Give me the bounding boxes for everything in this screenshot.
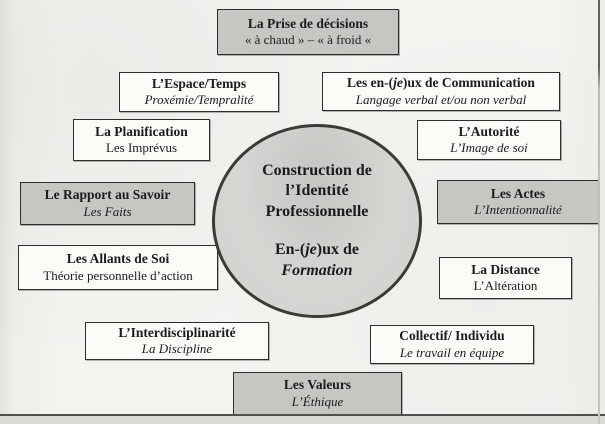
node-subtitle: L’Intentionnalité [474, 202, 562, 218]
node-title-prefix: Les en-( [347, 75, 394, 91]
node-espace-temps: L’Espace/Temps Proxémie/Tempralité [119, 72, 279, 112]
node-title: Les Allants de Soi [66, 251, 170, 267]
node-communication: Les en-(je)ux de Communication Langage v… [322, 72, 560, 111]
node-autorite: L’Autorité L’Image de soi [417, 120, 561, 160]
node-title: Les Actes [490, 185, 546, 201]
node-rapport-au-savoir: Le Rapport au Savoir Les Faits [20, 182, 195, 225]
node-subtitle: Langage verbal et/ou non verbal [355, 91, 527, 107]
node-subtitle: La Discipline [141, 341, 213, 357]
node-subtitle: Proxémie/Tempralité [144, 92, 254, 108]
node-title-je: je [393, 75, 403, 91]
node-actes: Les Actes L’Intentionnalité [437, 180, 599, 224]
node-subtitle: Le travail en équipe [399, 344, 505, 360]
circle-enjeux-line: En-(je)ux de [275, 240, 359, 261]
node-subtitle: L’Altération [473, 278, 538, 294]
center-circle: Construction de l’Identité Professionnel… [212, 124, 422, 318]
node-title-suffix: )ux de Communication [402, 75, 535, 91]
node-subtitle: « à chaud » – « à froid « [244, 32, 372, 48]
node-valeurs: Les Valeurs L’Éthique [233, 372, 402, 415]
node-title: La Planification [95, 123, 188, 139]
node-prise-de-decisions: La Prise de décisions « à chaud » – « à … [217, 9, 399, 55]
node-title: La Distance [471, 261, 540, 277]
node-title: Les Valeurs [283, 377, 352, 393]
page-bottom-margin [0, 416, 605, 424]
node-subtitle: Les Imprévus [105, 140, 178, 156]
circle-enjeux-suffix: )ux de [316, 240, 359, 258]
page-bottom-rule [0, 414, 605, 416]
node-collectif-individu: Collectif/ Individu Le travail en équipe [370, 325, 534, 364]
page-right-edge-line [598, 0, 600, 424]
circle-enjeux-je: je [305, 240, 317, 258]
circle-title: Construction de l’Identité Professionnel… [262, 161, 372, 221]
node-title: Le Rapport au Savoir [44, 187, 171, 203]
node-title: L’Espace/Temps [151, 75, 247, 91]
circle-formation-line: Formation [281, 261, 353, 279]
node-distance: La Distance L’Altération [439, 257, 572, 299]
node-title: L’Autorité [458, 123, 520, 139]
node-planification: La Planification Les Imprévus [73, 119, 210, 161]
node-title: Les en-(je)ux de Communication [347, 74, 535, 92]
node-interdisciplinarite: L’Interdisciplinarité La Discipline [85, 322, 269, 360]
node-title: La Prise de décisions [247, 15, 369, 31]
node-subtitle: L’Éthique [291, 393, 344, 409]
node-subtitle: Théorie personnelle d’action [43, 267, 193, 283]
node-subtitle: Les Faits [83, 203, 132, 219]
node-subtitle: L’Image de soi [450, 140, 528, 156]
circle-enjeux-prefix: En-( [274, 240, 306, 258]
node-allants-de-soi: Les Allants de Soi Théorie personnelle d… [18, 245, 218, 290]
node-title: L’Interdisciplinarité [118, 324, 236, 340]
node-title: Collectif/ Individu [399, 328, 505, 344]
